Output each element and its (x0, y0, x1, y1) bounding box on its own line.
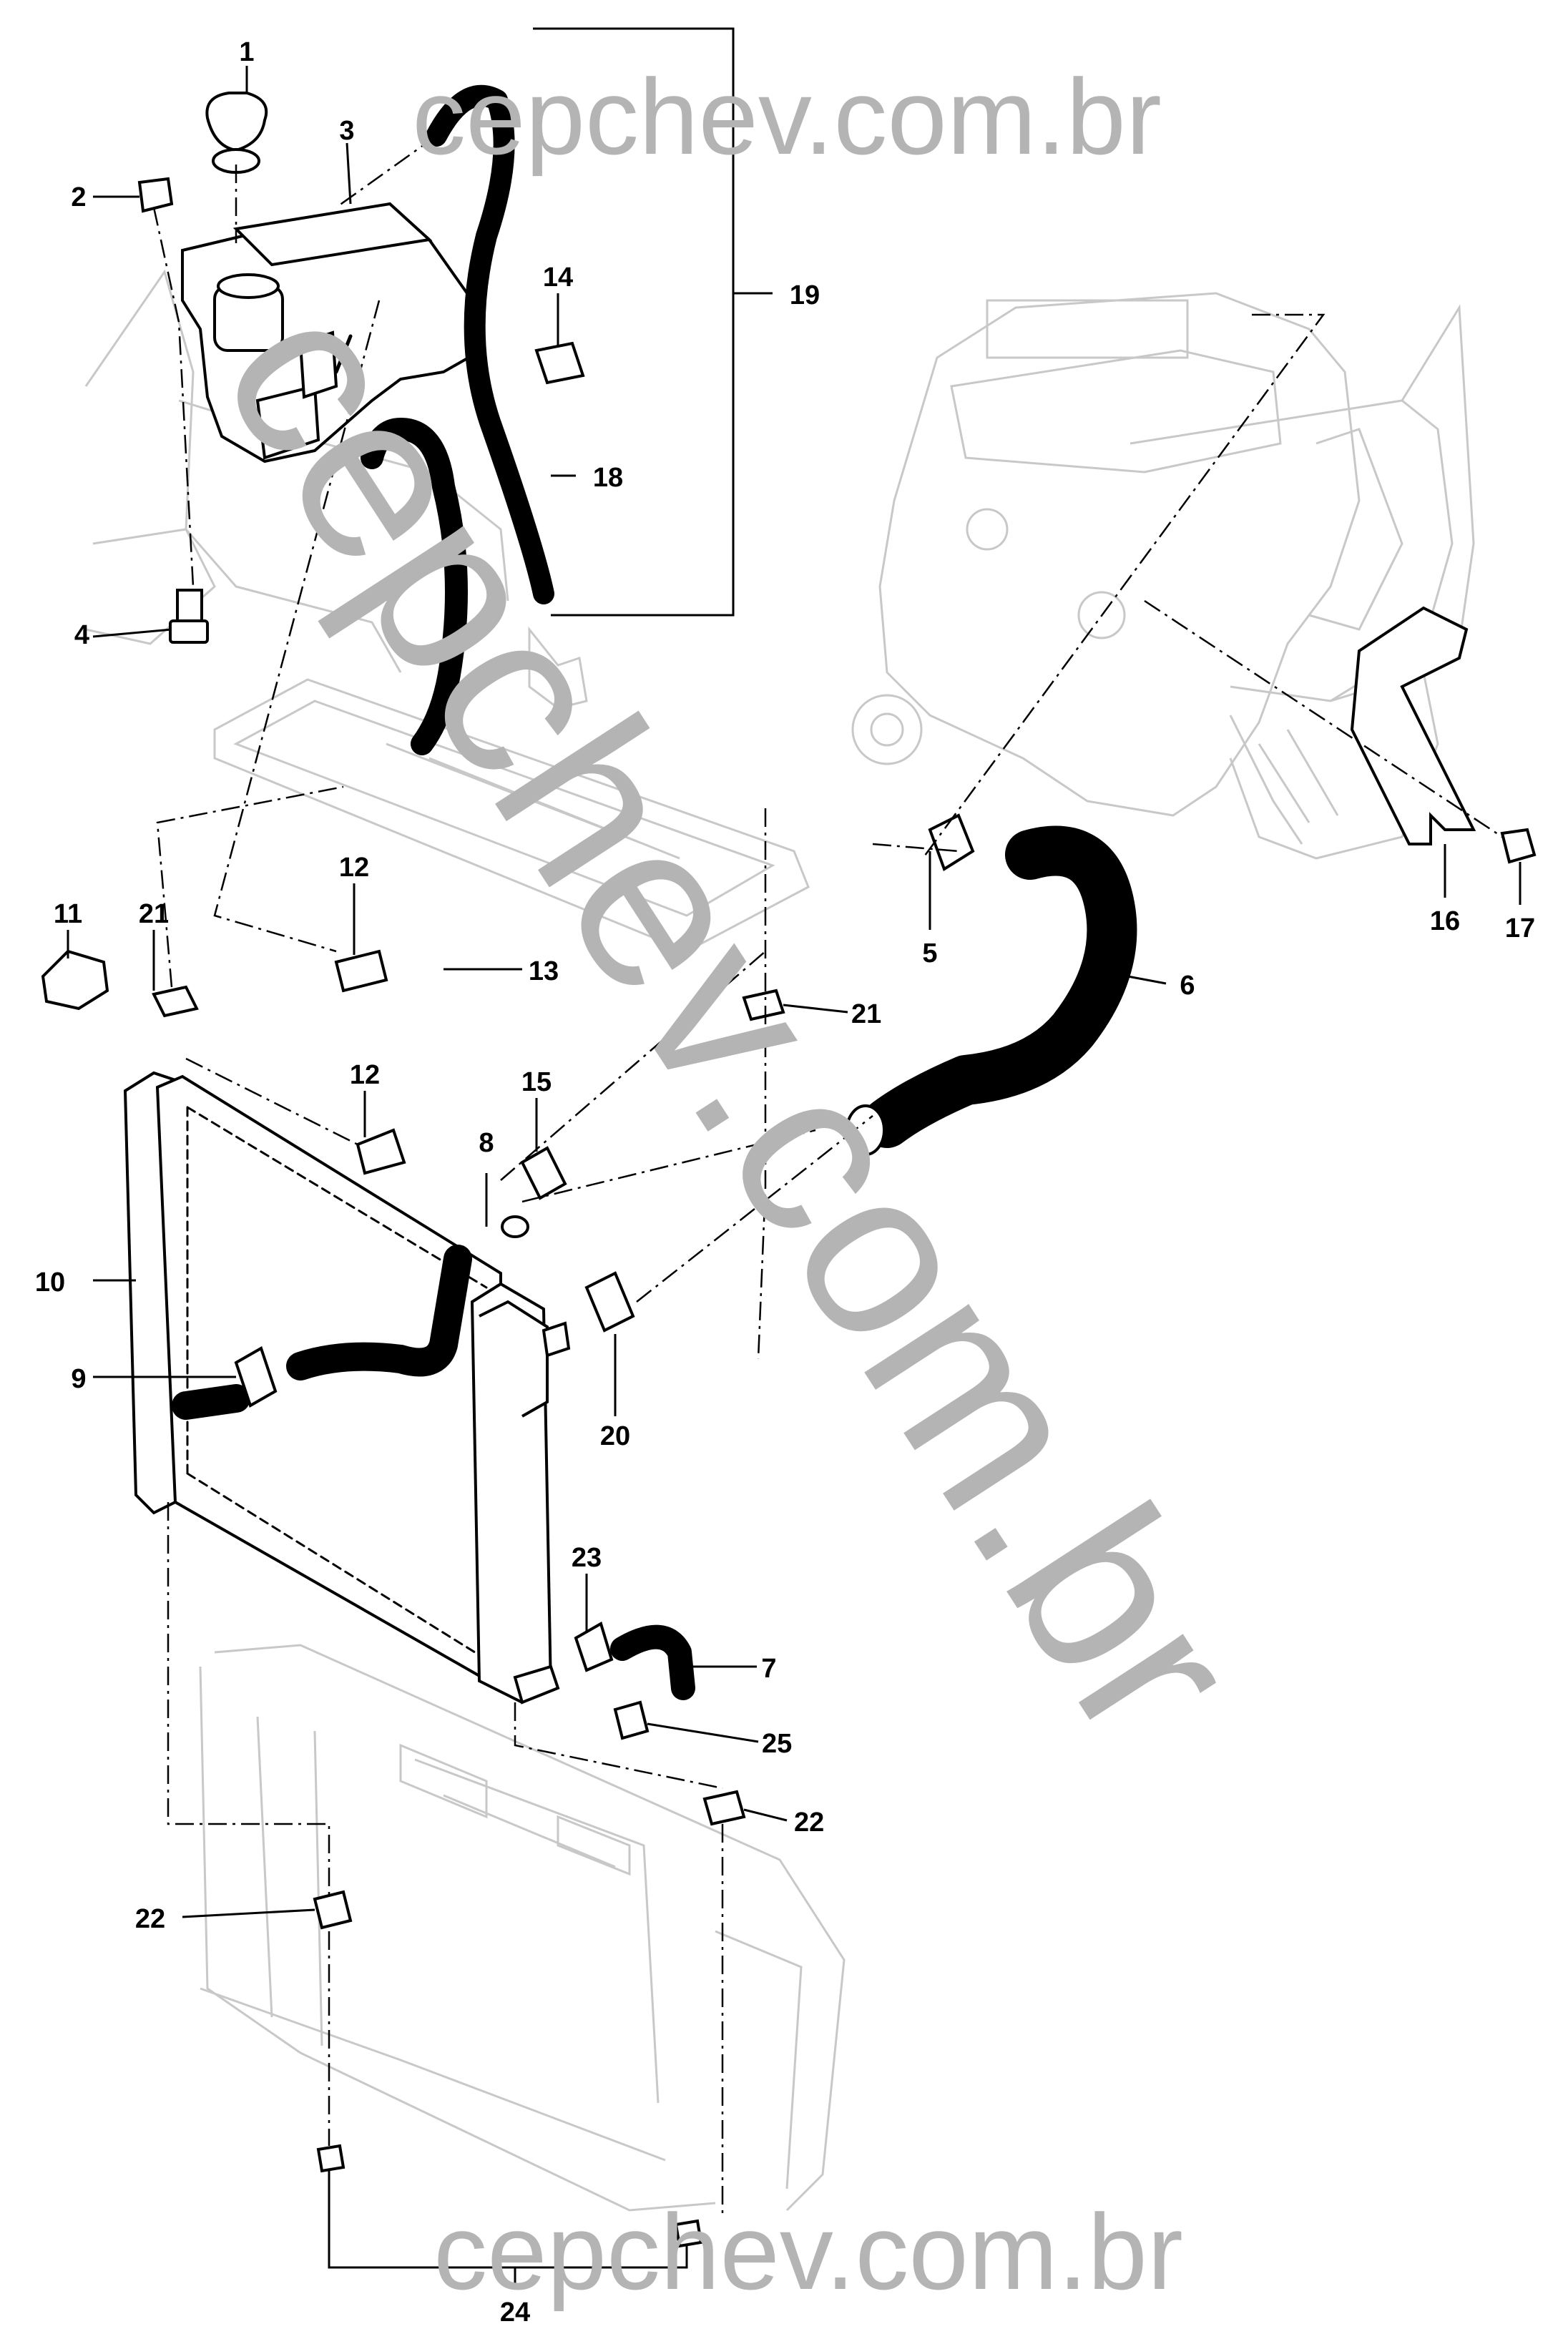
overflow-hose (428, 87, 552, 602)
callout-19: 19 (790, 280, 820, 310)
callout-12-upper: 12 (339, 853, 369, 883)
callout-21-left: 21 (139, 899, 169, 929)
mount-insulator-left (152, 985, 199, 1018)
mounting-nut-right (674, 2219, 703, 2248)
radiator (123, 1071, 571, 1705)
lower-hose-end (846, 1104, 886, 1156)
callout-6: 6 (1180, 971, 1195, 1001)
callout-15: 15 (521, 1067, 552, 1097)
callout-18: 18 (593, 463, 623, 493)
callout-8: 8 (479, 1128, 494, 1158)
upper-radiator-hose (363, 421, 465, 752)
drain-hose (613, 1627, 692, 1697)
bracket-nut (1500, 828, 1537, 864)
callout-17: 17 (1505, 913, 1535, 943)
reservoir-cap (205, 92, 268, 174)
callout-10: 10 (35, 1267, 65, 1298)
callout-13: 13 (529, 956, 559, 986)
radiator-cap (41, 949, 109, 1011)
callout-2: 2 (71, 182, 86, 212)
hose-clamp-cooler (234, 1346, 278, 1408)
hose-clamp-lower (356, 1128, 406, 1175)
hose-clamp-23 (574, 1622, 614, 1672)
callout-labels: 1 2 3 4 5 6 7 8 9 10 11 12 12 13 14 15 1… (35, 37, 1535, 2328)
hose-end-8 (501, 1215, 529, 1238)
hose-clamp-upper (334, 949, 388, 993)
hose-clamp-20 (584, 1271, 635, 1333)
callout-3: 3 (339, 116, 354, 146)
cooler-line-lower (175, 1387, 248, 1417)
callout-16: 16 (1430, 906, 1460, 936)
callout-14: 14 (543, 263, 573, 293)
callout-20: 20 (600, 1421, 630, 1451)
coolant-reservoir (181, 202, 474, 464)
callout-12-lower: 12 (350, 1060, 380, 1090)
callout-25: 25 (762, 1729, 792, 1759)
radiator-drain-fitting (513, 1664, 560, 1705)
hose-clamp-15 (520, 1146, 567, 1200)
callout-23: 23 (572, 1543, 602, 1573)
cooler-line-upper (289, 1247, 469, 1378)
mounting-bracket (1350, 606, 1476, 845)
callout-7: 7 (761, 1654, 776, 1684)
reservoir-nut (137, 177, 174, 213)
lower-insulator-right (702, 1790, 746, 1826)
mounting-nut-left (316, 2144, 346, 2173)
callout-1: 1 (239, 37, 254, 67)
callout-9: 9 (71, 1364, 86, 1394)
callout-11: 11 (54, 899, 82, 929)
leader-lines (67, 66, 1522, 2289)
radiator-support-upper-ghost (213, 678, 810, 953)
drain-plug (613, 1700, 650, 1740)
lower-radiator-hose (866, 829, 1134, 1144)
callout-22-right: 22 (794, 1808, 824, 1838)
watermark-bottom: cepchev.com.br (433, 2192, 1183, 2312)
lower-insulator-left (313, 1890, 353, 1930)
callout-4: 4 (74, 620, 89, 650)
callout-21-right: 21 (851, 999, 881, 1029)
callout-5: 5 (922, 938, 937, 968)
mount-insulator-right (742, 989, 785, 1021)
radiator-support-lower-ghost (199, 1644, 846, 2212)
reservoir-bolt (169, 589, 209, 644)
callout-24: 24 (500, 2297, 530, 2328)
hose-clamp-engine (928, 813, 975, 872)
watermark-top: cepchev.com.br (412, 57, 1162, 177)
callout-22-left: 22 (135, 1904, 165, 1934)
hose-clip (534, 341, 585, 385)
overflow-hose-bracket-leader (533, 27, 735, 617)
assembly-lines (152, 134, 1503, 2217)
